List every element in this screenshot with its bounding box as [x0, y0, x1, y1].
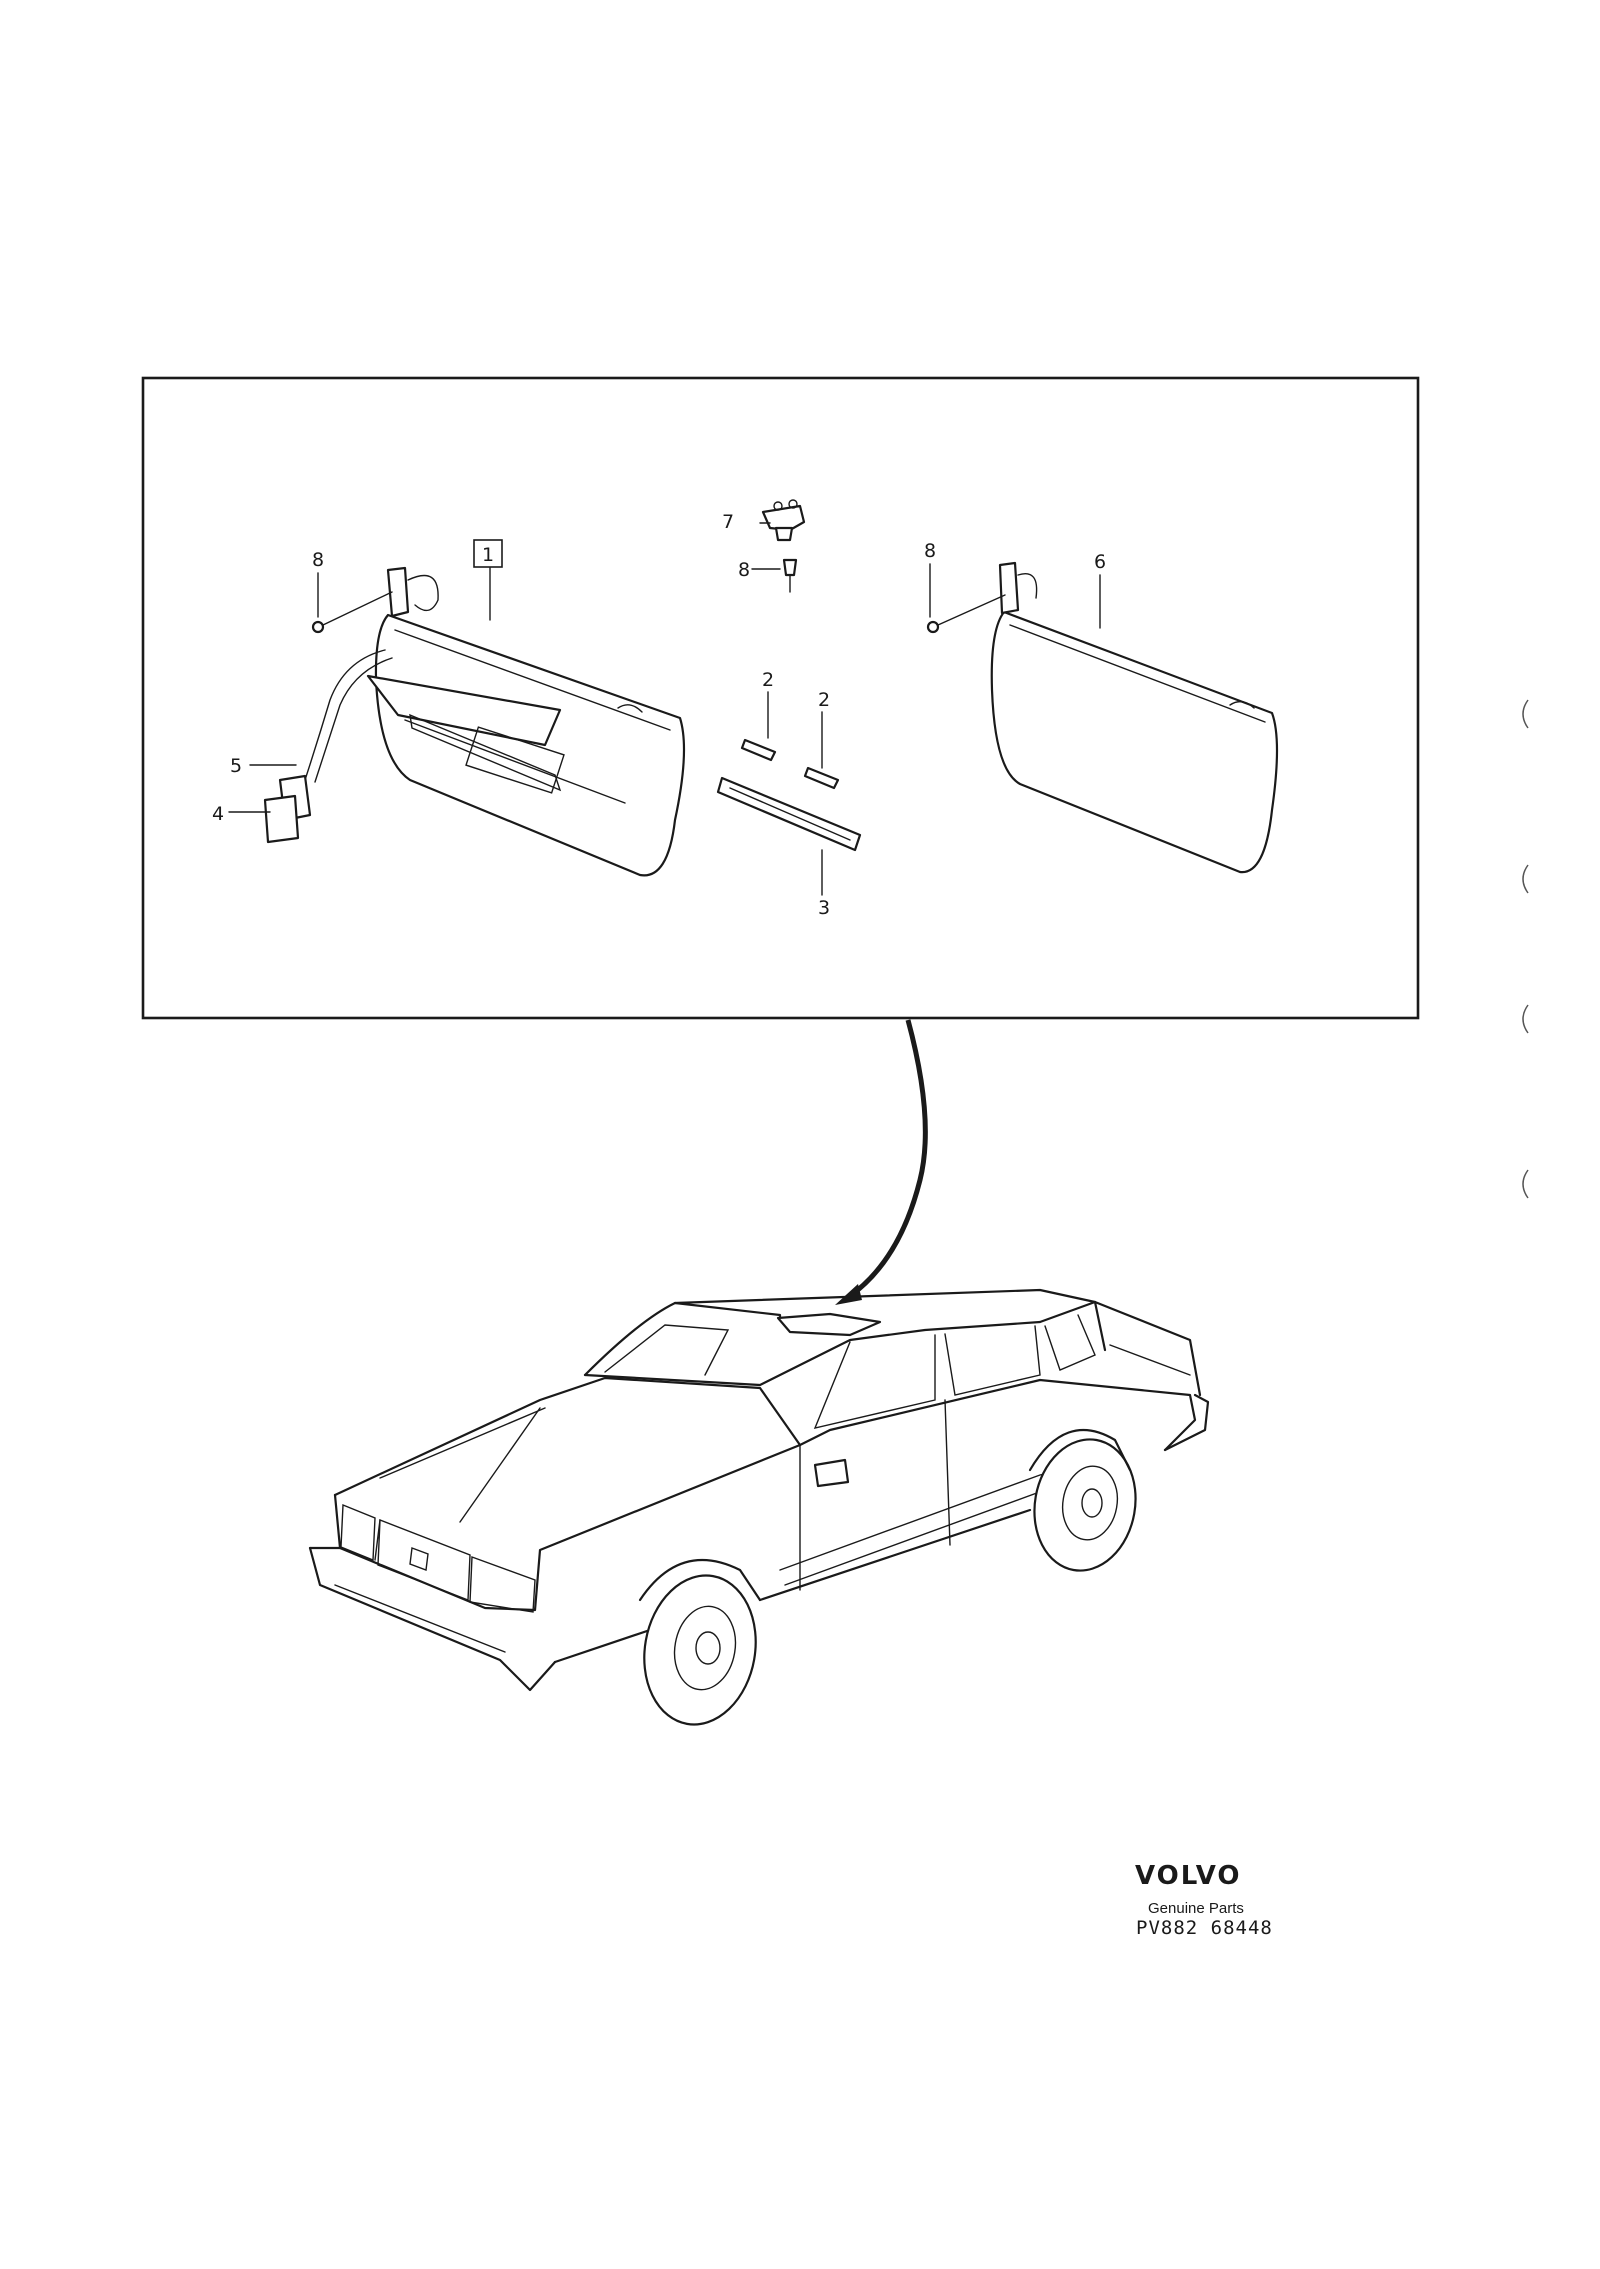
connector-icon [263, 774, 312, 844]
screw-icon-center [782, 558, 798, 593]
visor-clip-icon [761, 499, 806, 542]
callout-8-center: 8 [738, 559, 750, 581]
margin-marks [1522, 699, 1529, 1199]
svg-text:VOLVO: VOLVO [1135, 1861, 1242, 1890]
screw-icon-left [311, 591, 393, 634]
leader-lines [228, 522, 1101, 896]
callout-3: 3 [818, 897, 830, 919]
lamp-bulb-icon-left [740, 738, 777, 762]
car-sedan-icon [308, 1288, 1210, 1726]
sun-visor-icon [990, 561, 1279, 874]
callout-5: 5 [230, 755, 242, 777]
volvo-logo: VOLVO [1135, 1861, 1242, 1890]
callout-2-left: 2 [762, 669, 774, 691]
callout-7: 7 [722, 511, 734, 533]
callout-8-left: 8 [312, 549, 324, 571]
pointer-arrow-icon [835, 1019, 928, 1305]
part-reference-code: PV882 68448 [1136, 1917, 1273, 1939]
callout-2-right: 2 [818, 689, 830, 711]
callout-1-box [473, 539, 503, 568]
lamp-lens-icon [716, 776, 862, 852]
sun-visor-with-mirror-icon [304, 566, 686, 877]
callout-8-right: 8 [924, 540, 936, 562]
lamp-bulb-icon-right [803, 766, 840, 790]
callout-6: 6 [1094, 551, 1106, 573]
callout-4: 4 [212, 803, 224, 825]
detail-frame [141, 376, 1420, 1020]
callout-1: 1 [482, 544, 494, 566]
genuine-parts-label: Genuine Parts [1148, 1900, 1244, 1917]
screw-icon-right [926, 594, 1006, 634]
